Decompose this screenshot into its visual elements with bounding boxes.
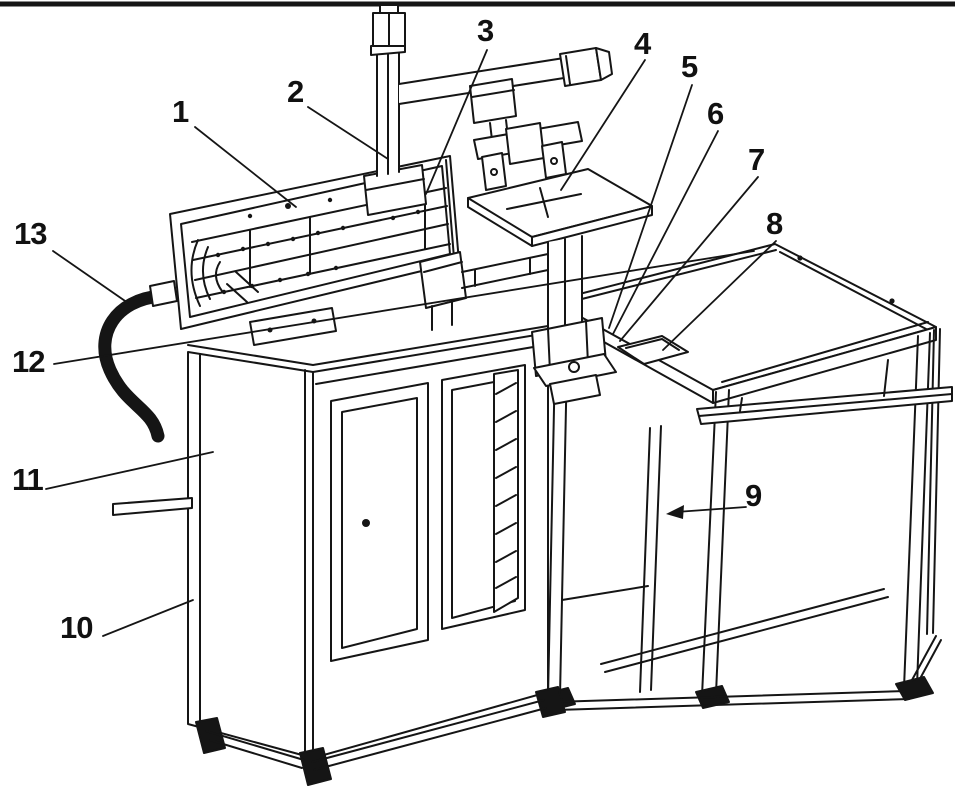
arm-cylinder — [559, 47, 613, 87]
leader-11 — [45, 451, 214, 490]
left-cabinet — [112, 325, 566, 786]
callout-1: 1 — [172, 94, 189, 129]
vertical-axis — [363, 4, 427, 216]
end-drive-block — [419, 251, 467, 331]
callout-3: 3 — [477, 13, 494, 48]
right-workbench — [543, 243, 953, 711]
mount-bracket — [249, 307, 337, 346]
keyboard-tray — [696, 359, 953, 425]
cross-mark — [539, 187, 549, 218]
cabinet-door-left — [330, 382, 429, 662]
callout-12: 12 — [12, 344, 45, 379]
leader-10 — [102, 599, 194, 637]
leader-5 — [608, 84, 693, 329]
leader-4 — [560, 59, 646, 191]
leader-9 — [675, 506, 747, 513]
leader-7 — [619, 176, 759, 342]
horizontal-arm — [398, 47, 613, 141]
callout-5: 5 — [681, 49, 698, 84]
leader-lines — [45, 49, 777, 637]
callout-6: 6 — [707, 96, 724, 131]
side-shelf — [112, 497, 193, 516]
z-motor — [372, 4, 406, 47]
leader-8 — [662, 240, 777, 351]
callout-13: 13 — [14, 216, 47, 251]
callout-2: 2 — [287, 74, 304, 109]
work-table — [461, 168, 653, 405]
cable-hose — [98, 289, 167, 443]
door-handle — [362, 519, 370, 527]
leader-13 — [52, 250, 129, 304]
leader-6 — [612, 130, 719, 335]
callout-4: 4 — [634, 26, 651, 61]
callout-7: 7 — [748, 142, 765, 177]
leader-9-arrowhead — [666, 505, 684, 519]
callout-11: 11 — [12, 462, 44, 497]
leader-3 — [425, 49, 488, 195]
cabinet-door-right — [441, 364, 526, 630]
gripper-assembly — [473, 121, 583, 191]
leader-12 — [53, 250, 755, 365]
callout-10: 10 — [60, 610, 93, 645]
leader-1 — [194, 126, 297, 208]
leader-2 — [307, 106, 389, 160]
callout-9: 9 — [745, 478, 762, 513]
callout-8: 8 — [766, 206, 783, 241]
